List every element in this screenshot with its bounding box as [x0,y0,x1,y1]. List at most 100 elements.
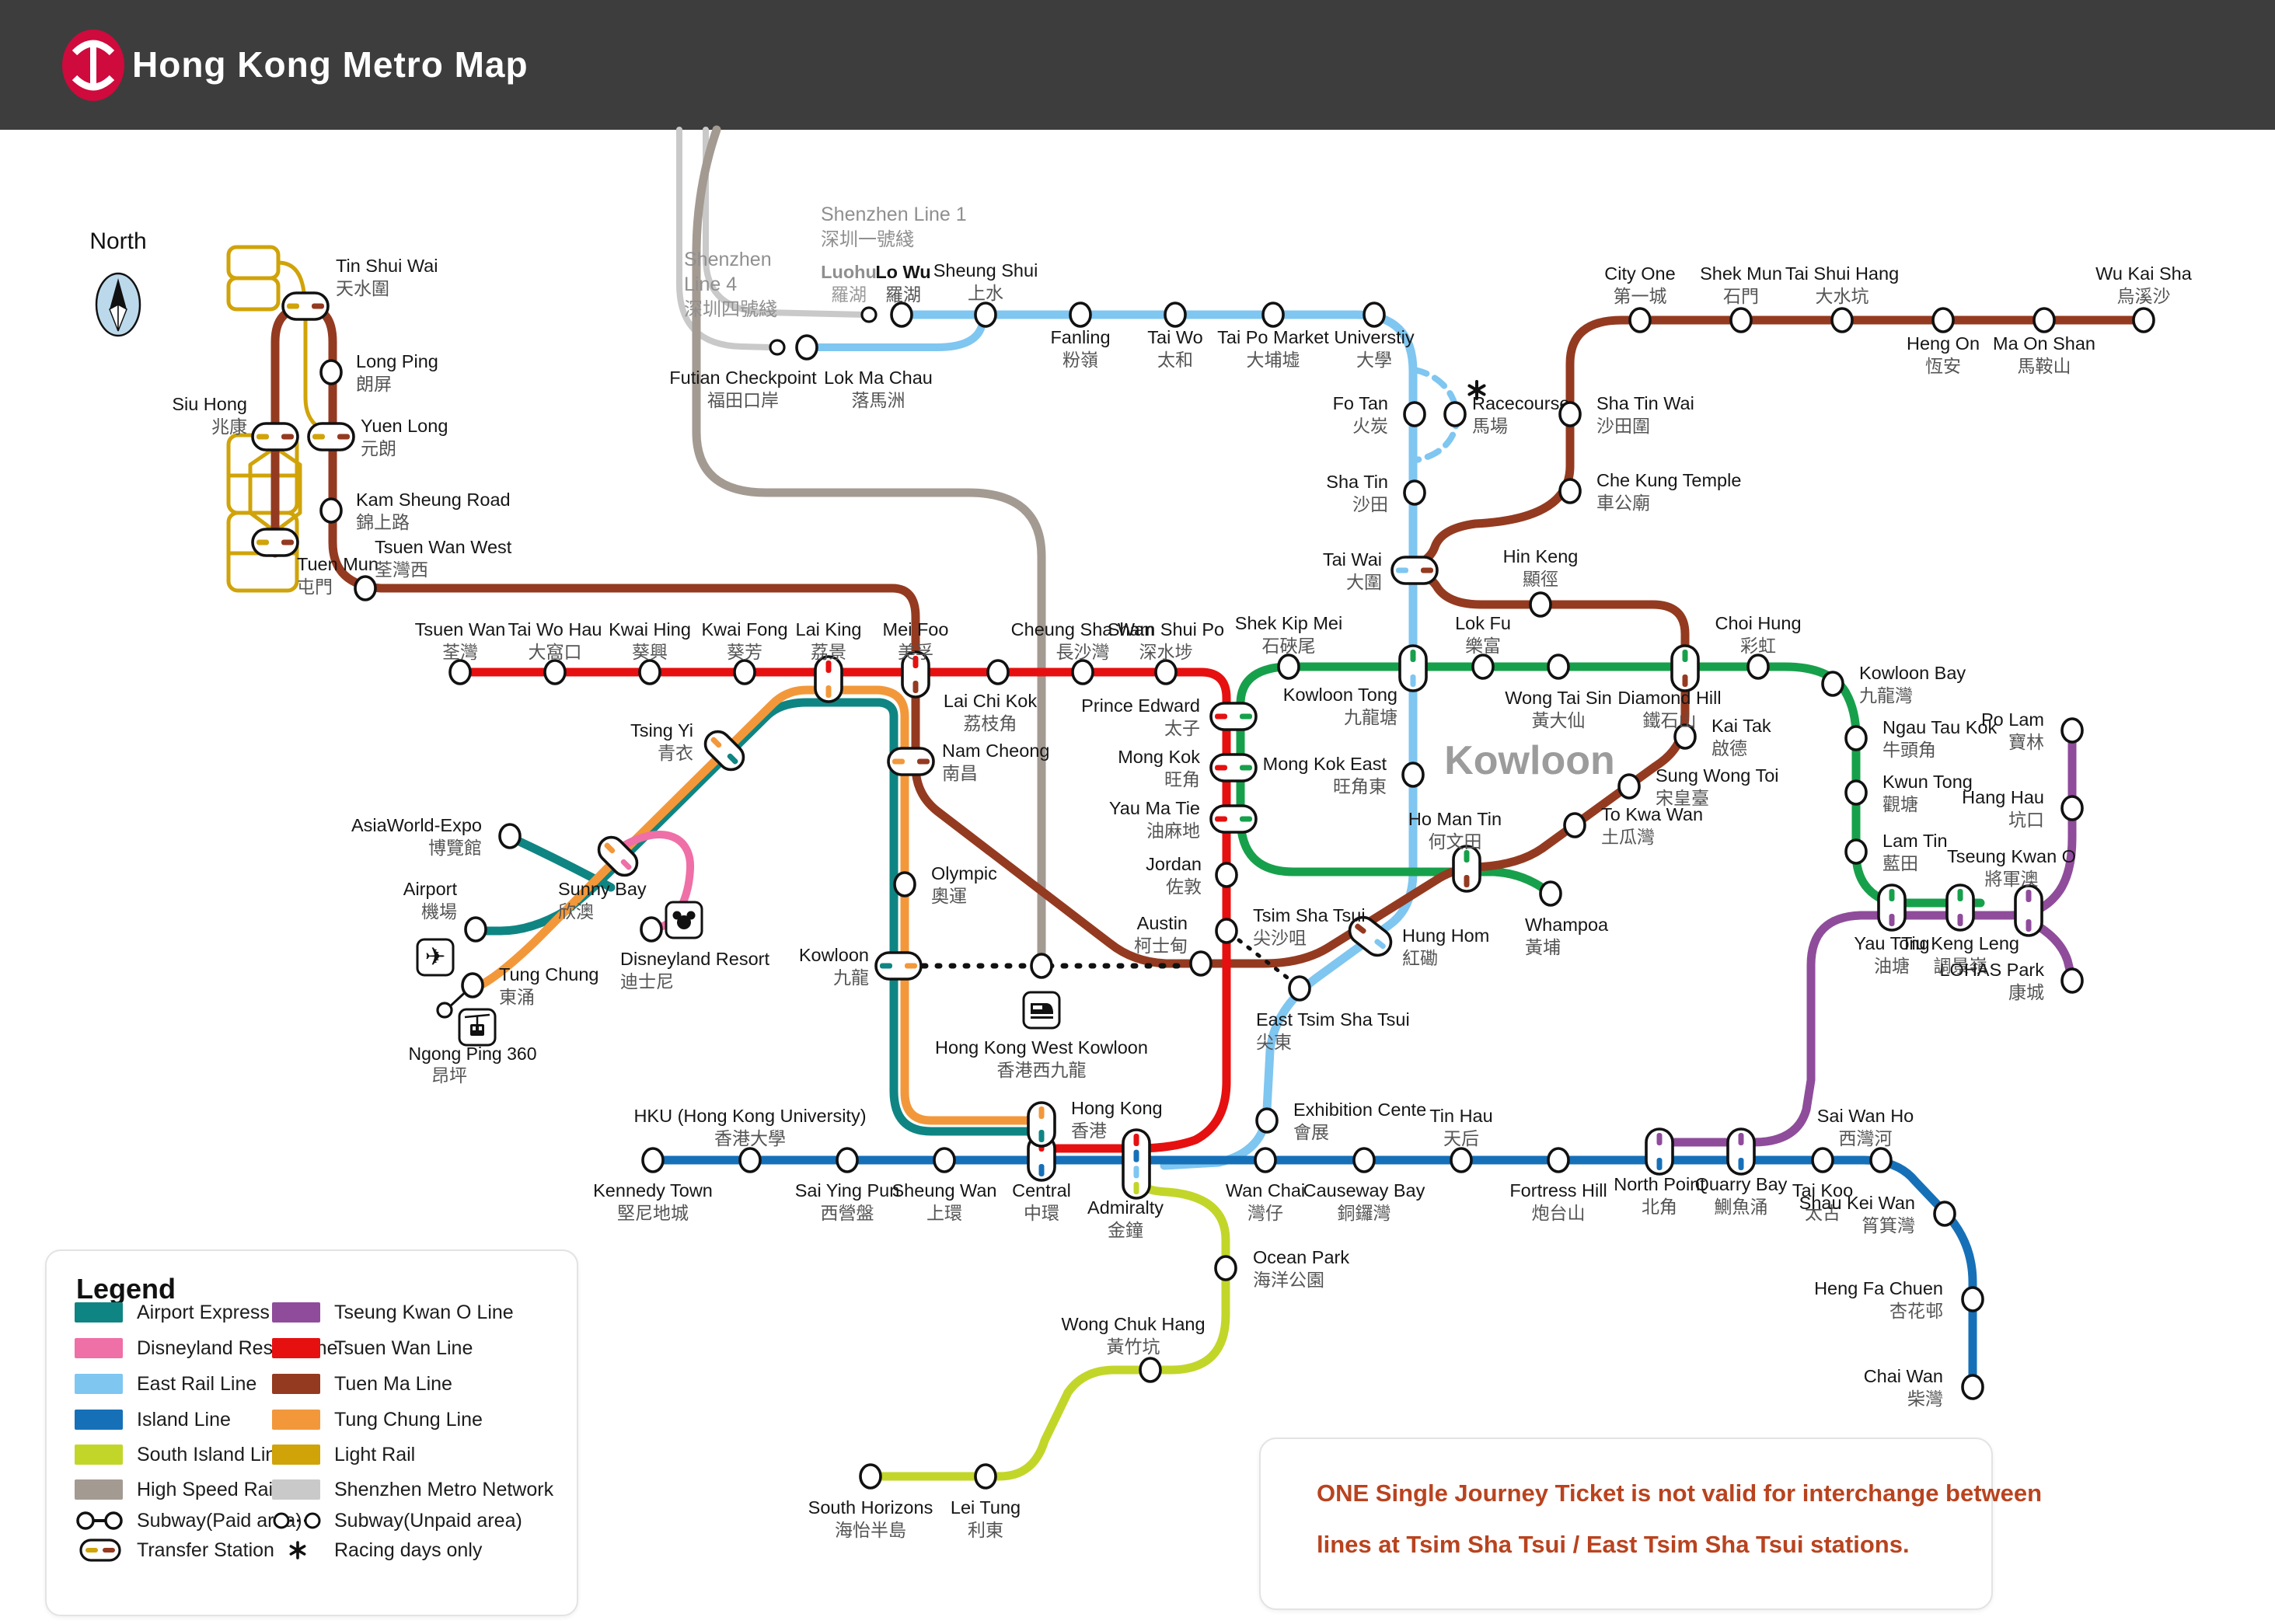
station-label-zh: 尖沙咀 [1253,928,1307,948]
station-label-zh: 上環 [926,1203,962,1223]
legend-item-east-rail-line: East Rail Line [75,1371,256,1397]
station-label-en: Heng On [1907,333,1980,354]
station-label-zh: 大學 [1356,350,1392,370]
station-label-zh: 土瓜灣 [1601,827,1655,847]
station-label-en: Wong Tai Sin [1505,688,1612,708]
legend-item-high-speed-rail: High Speed Rail [75,1476,277,1503]
station-label-zh: 美孚 [898,642,933,662]
station-label-zh: 烏溪沙 [2117,286,2171,306]
station-label-zh: 藍田 [1882,853,1918,873]
station-label-zh: 太和 [1157,350,1193,370]
station-label-en: Sha Tin Wai [1596,393,1694,413]
asterisk-icon [1467,380,1486,400]
station-label-zh: 寶林 [2008,732,2044,752]
station-label-en: Yau Tong [1854,933,1929,953]
legend-swatch [75,1479,123,1500]
page-title: Hong Kong Metro Map [132,44,529,85]
legend-label: Subway(Unpaid area) [334,1509,522,1532]
station-label-en: Luohu [821,262,877,282]
station-label-en: Kai Tak [1711,716,1771,736]
station-label-en: Tai Wai [1323,549,1382,570]
line-light-rail-hex [226,445,302,556]
station-label-zh: 杏花邨 [1889,1301,1943,1321]
label-: 深圳一號綫 [821,229,914,250]
station-label-en: Lam Tin [1882,831,1948,851]
station-label-en: Hung Hom [1402,925,1489,946]
station-label-zh: 旺角東 [1333,776,1387,796]
station-label-en: Sheung Wan [892,1180,997,1201]
notice-line-1: ONE Single Journey Ticket is not valid f… [1317,1479,2043,1507]
station-label-en: Ngau Tau Kok [1882,717,1997,737]
line-tung-chung-line [473,685,1046,1125]
legend-swatch [75,1302,123,1323]
station-label-zh: 石門 [1723,286,1759,306]
station-label-en: Quarry Bay [1695,1174,1788,1194]
legend-swatch [272,1410,320,1430]
station-label-zh: 九龍 [833,967,869,988]
station-label-en: South Horizons [808,1497,933,1518]
station-label-en: Sham Shui Po [1108,619,1224,639]
station-label-en: Kam Sheung Road [356,490,511,510]
airplane-icon: ✈ [416,938,455,977]
station-label-en: Po Lam [1981,709,2044,730]
legend-item-tsuen-wan-line: Tsuen Wan Line [272,1335,473,1361]
station-label-en: Sai Wan Ho [1817,1106,1914,1126]
station-label-zh: 太子 [1164,718,1200,738]
line-east-rail-line [897,310,1418,1170]
station-label-en: Tiu Keng Leng [1901,933,2019,953]
line-tsuen-wan-line [455,667,1231,1153]
station-label-en: Diamond Hill [1617,688,1721,708]
station-label-zh: 油塘 [1874,956,1910,976]
station-label-en: Tsing Yi [630,720,693,741]
legend-label: Racing days only [334,1539,483,1561]
line-south-island-line [866,1172,1230,1481]
legend-item-racing-days-only: Racing days only [272,1537,482,1563]
station-label-zh: 鐵石山 [1643,710,1697,730]
station-label-en: Ocean Park [1253,1247,1349,1267]
station-label-zh: 深水埗 [1139,642,1193,662]
station-label-zh: 沙田圍 [1596,416,1650,436]
station-label-en: Hin Keng [1503,546,1579,566]
legend-label: Shenzhen Metro Network [334,1478,554,1500]
station-label-en: Kwun Tong [1882,772,1973,792]
station-label-zh: 灣仔 [1247,1203,1283,1223]
station-label-en: Kowloon Tong [1283,685,1397,705]
station-label-zh: 馬場 [1472,416,1508,436]
station-label-zh: 機場 [421,901,457,922]
station-label-en: Sunny Bay [558,879,647,899]
station-label-en: Yuen Long [361,416,448,436]
station-label-zh: 青衣 [658,743,693,763]
station-label-zh: 北角 [1642,1197,1677,1217]
station-label-en: Tai Wo [1147,327,1202,347]
station-label-zh: 堅尼地城 [617,1203,689,1223]
station-label-en: Tin Hau [1429,1106,1492,1126]
station-label-en: Hong Kong West Kowloon [935,1037,1148,1058]
station-label-en: Admiralty [1087,1197,1164,1218]
station-label-en: Lei Tung [951,1497,1021,1518]
station-label-en: Choi Hung [1715,613,1801,633]
station-label-zh: 上水 [968,283,1003,303]
station-label-zh: 石硤尾 [1262,636,1316,656]
station-label-en: Fo Tan [1333,393,1388,413]
station-label-zh: 大水坑 [1816,286,1869,306]
